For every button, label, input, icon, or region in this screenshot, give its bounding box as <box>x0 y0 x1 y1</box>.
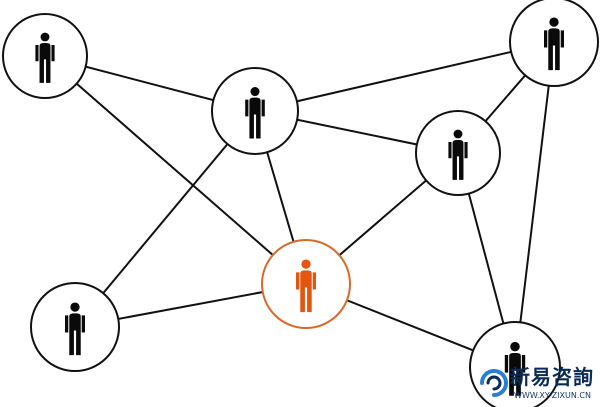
person-icon <box>35 32 55 83</box>
person-icon <box>448 129 468 180</box>
person-icon <box>64 302 86 356</box>
person-node-center-upper <box>211 67 299 155</box>
watermark-subtitle: WWW.XY-ZIXUN.CN <box>514 391 591 400</box>
swirl-logo-icon <box>479 368 509 398</box>
edge-top-left-center-orange <box>44 55 307 285</box>
watermark-title: 新易咨詢 <box>510 365 594 389</box>
edge-center-upper-bottom-left <box>74 110 256 328</box>
person-icon <box>543 17 565 71</box>
person-icon <box>504 341 526 396</box>
person-node-top-right <box>509 0 599 87</box>
edge-top-right-bottom-right <box>514 41 555 368</box>
person-node-bottom-left <box>30 282 120 372</box>
person-node-top-left <box>2 13 88 99</box>
person-node-right-middle <box>415 110 501 196</box>
edge-center-upper-top-right <box>254 41 555 112</box>
person-icon <box>295 259 317 313</box>
person-icon <box>245 87 265 139</box>
person-node-center-orange <box>261 239 351 329</box>
